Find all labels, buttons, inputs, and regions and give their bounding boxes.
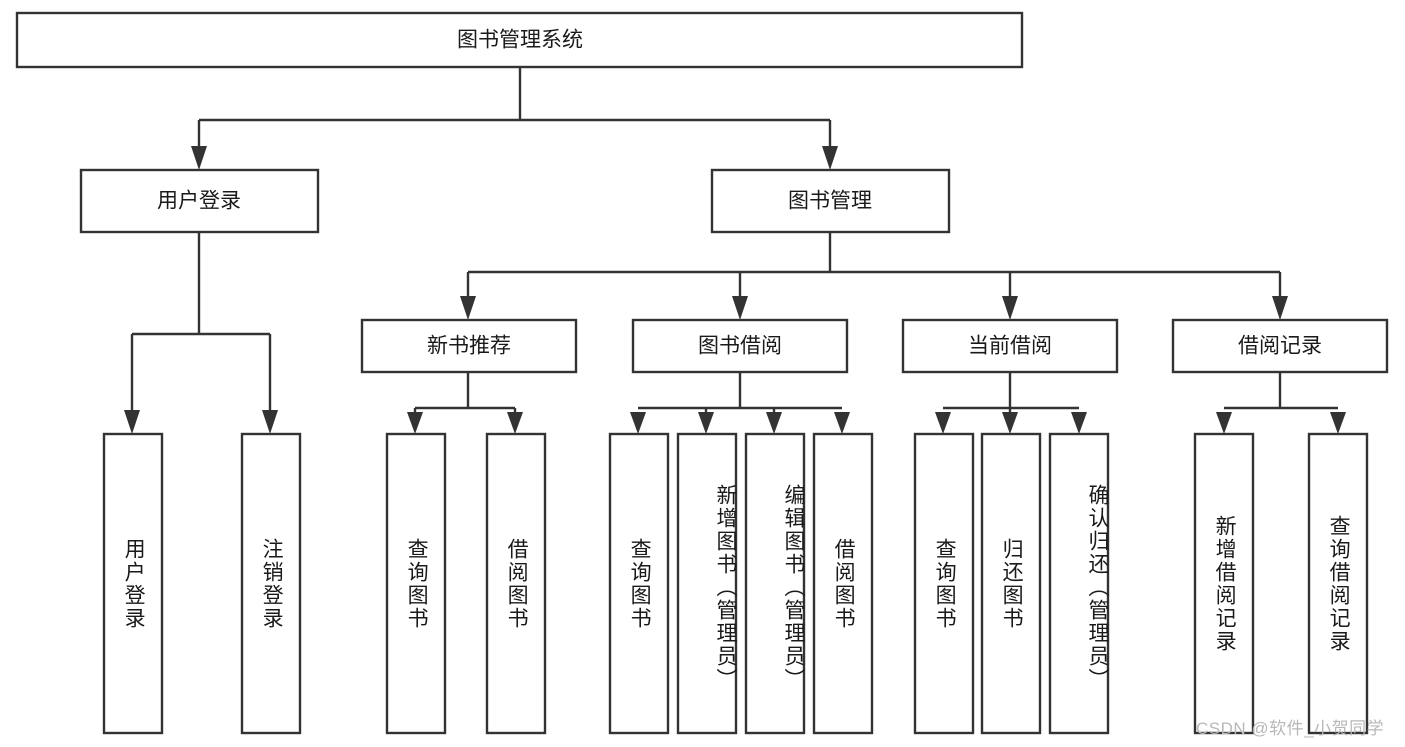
edge-group-borrow-record xyxy=(1216,372,1346,434)
node-borrow-record[interactable]: 借阅记录 xyxy=(1171,318,1389,374)
edge-group-book-manage xyxy=(460,232,1288,320)
arrowhead-leaf-query-book-3 xyxy=(935,412,951,434)
arrowhead-user-login xyxy=(191,146,207,170)
arrowhead-current-borrow xyxy=(1002,296,1018,320)
node-user-login[interactable]: 用户登录 xyxy=(79,168,320,234)
node-new-book-rec[interactable]: 新书推荐 xyxy=(360,318,578,374)
arrowhead-borrow-record xyxy=(1272,296,1288,320)
arrowhead-new-book-rec xyxy=(460,296,476,320)
node-user-login-label: 用户登录 xyxy=(157,190,241,213)
node-borrow-record-label: 借阅记录 xyxy=(1238,335,1322,358)
node-book-manage-label: 图书管理 xyxy=(788,190,872,213)
node-new-book-rec-box[interactable] xyxy=(360,318,578,374)
node-book-borrow-label: 图书借阅 xyxy=(698,335,782,358)
arrowhead-leaf-query-record xyxy=(1330,412,1346,434)
arrowhead-leaf-user-login xyxy=(124,410,140,434)
node-leaf-user-login-box[interactable] xyxy=(102,432,164,735)
node-leaf-return-book-box[interactable] xyxy=(980,432,1042,735)
arrowhead-leaf-confirm-return xyxy=(1071,412,1087,434)
node-borrow-record-box[interactable] xyxy=(1171,318,1389,374)
node-leaf-query-record-box[interactable] xyxy=(1307,432,1369,735)
node-current-borrow-box[interactable] xyxy=(901,318,1119,374)
node-leaf-edit-book-box[interactable] xyxy=(744,432,806,735)
node-leaf-add-book-box[interactable] xyxy=(676,432,738,735)
arrowhead-leaf-add-book xyxy=(698,412,714,434)
node-current-borrow[interactable]: 当前借阅 xyxy=(901,318,1119,374)
node-leaf-query-book-3-box[interactable] xyxy=(913,432,975,735)
arrowhead-leaf-return-book xyxy=(1002,412,1018,434)
arrowhead-leaf-logout xyxy=(262,410,278,434)
node-leaf-borrow-book-2-box[interactable] xyxy=(812,432,874,735)
node-leaf-query-book-2-box[interactable] xyxy=(608,432,670,735)
arrowhead-leaf-add-record xyxy=(1216,412,1232,434)
node-book-borrow[interactable]: 图书借阅 xyxy=(631,318,849,374)
node-leaf-query-book-1-box[interactable] xyxy=(385,432,447,735)
csdn-watermark: CSDN @软件_小贺同学 xyxy=(1196,719,1385,738)
edge-group-current-borrow xyxy=(935,372,1087,434)
arrowhead-leaf-query-book-2 xyxy=(630,412,646,434)
node-new-book-rec-label: 新书推荐 xyxy=(427,335,511,358)
node-root-label: 图书管理系统 xyxy=(457,29,583,52)
arrowhead-leaf-edit-book xyxy=(766,412,782,434)
arrowhead-leaf-borrow-book-2 xyxy=(834,412,850,434)
arrowhead-leaf-query-book-1 xyxy=(407,412,423,434)
node-book-manage[interactable]: 图书管理 xyxy=(710,168,951,234)
node-book-borrow-box[interactable] xyxy=(631,318,849,374)
node-current-borrow-label: 当前借阅 xyxy=(968,335,1052,358)
edge-group-book-borrow xyxy=(630,372,850,434)
edge-group-user-login xyxy=(124,232,278,434)
node-root-box[interactable] xyxy=(15,11,1024,69)
node-book-manage-box[interactable] xyxy=(710,168,951,234)
arrowhead-book-manage xyxy=(822,146,838,170)
arrowhead-book-borrow xyxy=(732,296,748,320)
node-user-login-box[interactable] xyxy=(79,168,320,234)
edge-group-new-book-rec xyxy=(407,372,523,434)
node-root[interactable]: 图书管理系统 xyxy=(15,11,1024,69)
edge-group-root xyxy=(191,67,838,170)
leaf-boxes-group xyxy=(102,432,1369,735)
node-leaf-confirm-return-box[interactable] xyxy=(1048,432,1110,735)
arrowhead-leaf-borrow-book-1 xyxy=(507,412,523,434)
node-leaf-logout-box[interactable] xyxy=(240,432,302,735)
node-leaf-add-record-box[interactable] xyxy=(1193,432,1255,735)
node-leaf-borrow-book-1-box[interactable] xyxy=(485,432,547,735)
